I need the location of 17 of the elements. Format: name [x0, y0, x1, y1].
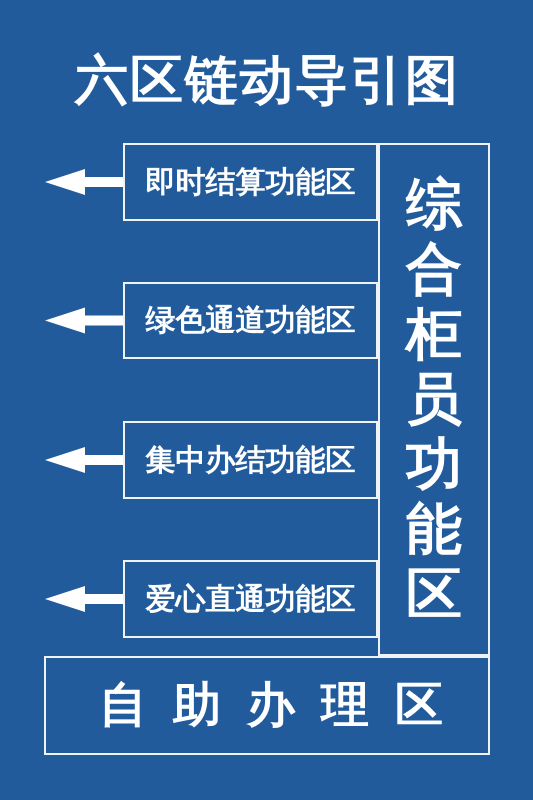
zone-box — [378, 143, 490, 656]
sign-title: 六区链动导引图 — [75, 52, 460, 110]
arrow — [45, 308, 123, 334]
arrow — [45, 447, 123, 473]
arrow — [45, 586, 123, 612]
zone-label: 绿色通道功能区 — [146, 304, 356, 337]
zone-label: 爱心直通功能区 — [146, 582, 356, 616]
zone-box — [44, 656, 490, 755]
zone-box — [123, 282, 378, 359]
zone-label: 综合柜员功能区 — [404, 172, 464, 627]
zone-label: 自助办理区 — [99, 679, 469, 732]
zone-box — [123, 560, 378, 638]
zone-label: 集中办结功能区 — [146, 444, 356, 476]
zone-label: 即时结算功能区 — [146, 166, 356, 198]
arrow — [45, 169, 123, 195]
zone-box — [123, 143, 378, 221]
zone-box — [123, 421, 378, 499]
